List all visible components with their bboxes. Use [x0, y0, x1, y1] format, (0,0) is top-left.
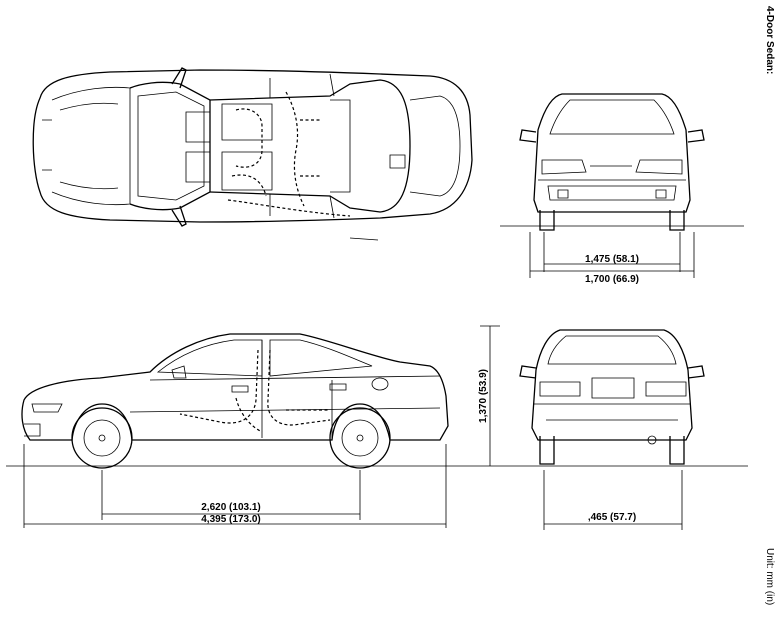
front-view [500, 93, 744, 278]
unit-note: Unit: mm (in) [764, 548, 775, 606]
rear-view [519, 329, 705, 530]
overall-length-label: 4,395 (173.0) [201, 514, 261, 525]
front-track-label: 1,475 (58.1) [585, 254, 639, 265]
overall-width-label: 1,700 (66.9) [585, 274, 639, 285]
overall-height-label: 1,370 (53.9) [478, 369, 489, 423]
wheelbase-label: 2,620 (103.1) [201, 502, 261, 513]
page-title: 4-Door Sedan: [764, 6, 775, 75]
rear-track-label: ,465 (57.7) [588, 512, 636, 523]
top-view [32, 67, 473, 241]
side-view [6, 325, 748, 528]
